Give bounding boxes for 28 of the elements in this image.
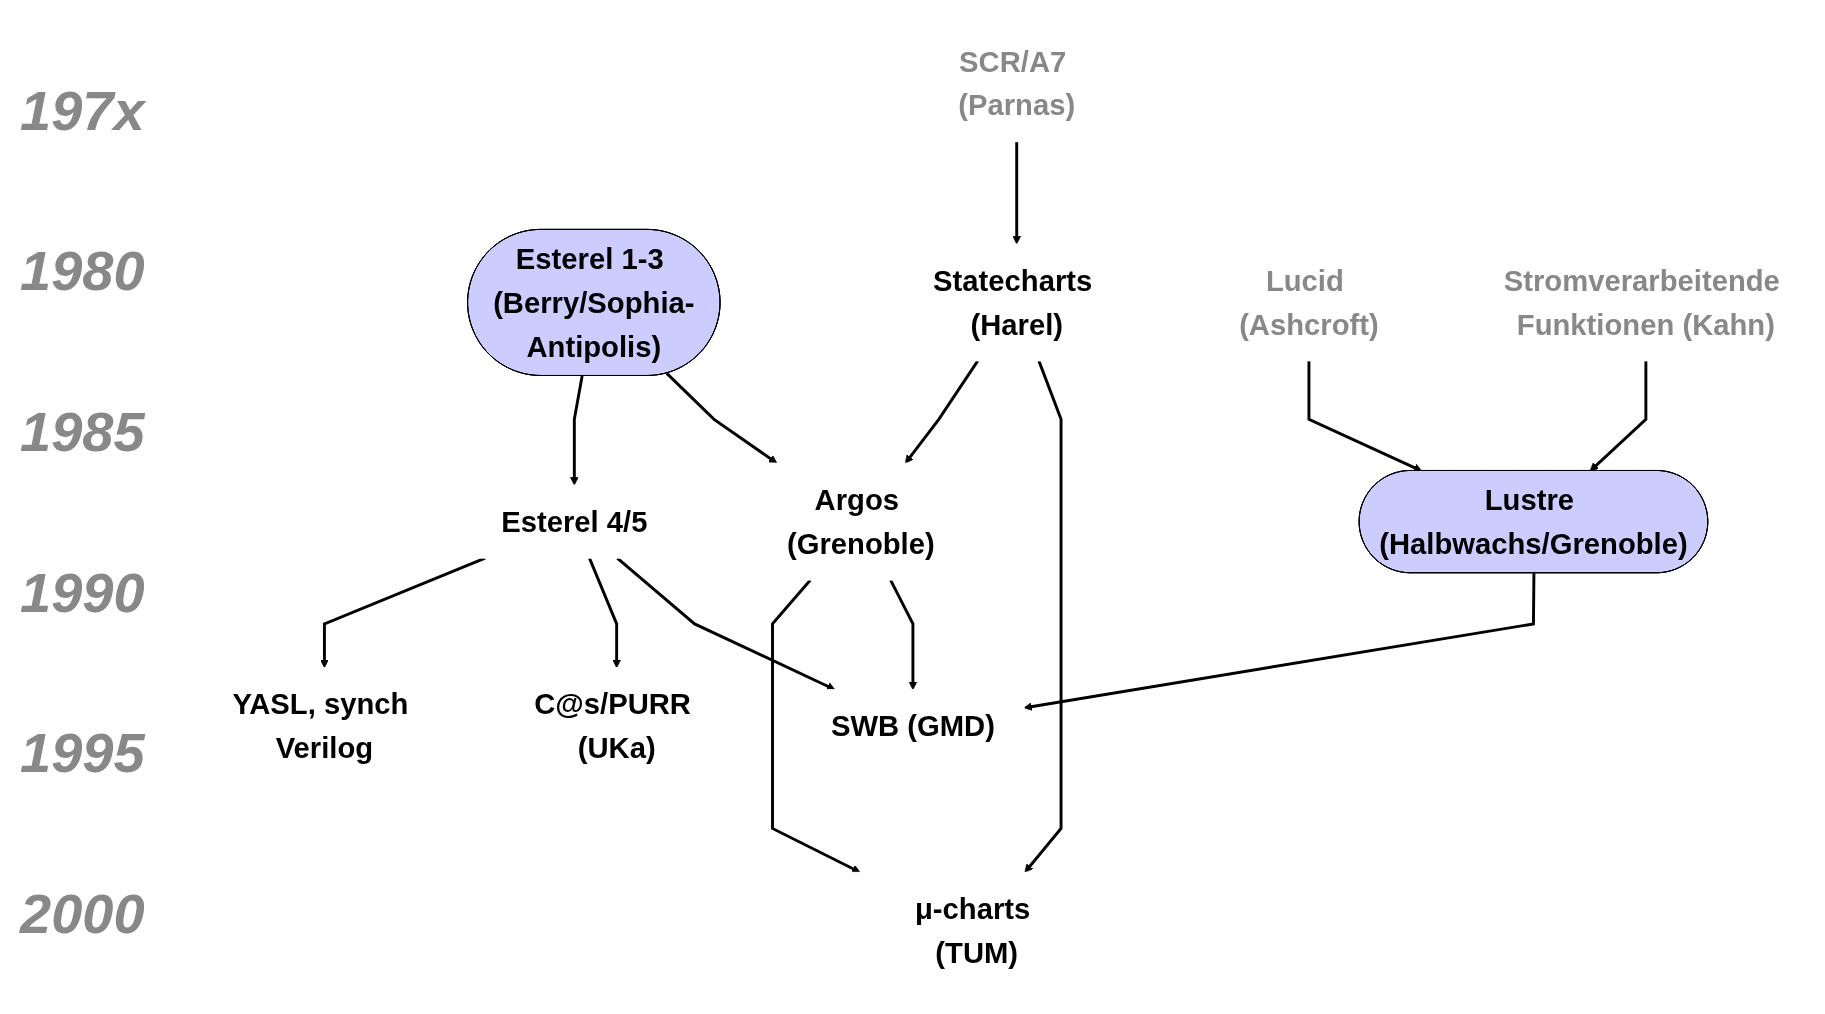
node-text: Esterel 4/5 xyxy=(501,505,648,538)
node-text: Statecharts (Harel) xyxy=(933,264,1093,341)
node-text: μ-charts (TUM) xyxy=(914,892,1031,969)
year-label: 197x xyxy=(20,77,147,143)
year-label: 2000 xyxy=(20,881,146,947)
node-text: Lucid (Ashcroft) xyxy=(1239,264,1379,341)
arrow xyxy=(1589,360,1648,472)
arrow xyxy=(1307,360,1423,472)
node-text: Argos (Grenoble) xyxy=(786,483,935,560)
arrow xyxy=(616,557,836,691)
year-label: 1985 xyxy=(20,399,147,465)
arrow xyxy=(570,375,584,486)
arrow xyxy=(1012,141,1021,245)
year-label: 1990 xyxy=(20,559,146,625)
node-text: SWB (GMD) xyxy=(830,710,995,743)
arrow xyxy=(1024,360,1063,873)
year-label: 1995 xyxy=(20,720,147,786)
node-text: YASL, synch Verilog xyxy=(232,688,409,765)
arrow xyxy=(905,360,979,464)
arrow xyxy=(588,557,621,669)
node-text: Stromverarbeitende Funktionen (Kahn) xyxy=(1503,264,1780,341)
year-label: 1980 xyxy=(20,238,146,304)
arrow xyxy=(771,579,861,873)
arrow xyxy=(1023,573,1536,711)
arrow xyxy=(889,579,918,691)
node-text: C@s/PURR (UKa) xyxy=(534,688,691,765)
node-text: SCR/A7 (Parnas) xyxy=(958,45,1076,122)
arrow xyxy=(665,372,778,464)
